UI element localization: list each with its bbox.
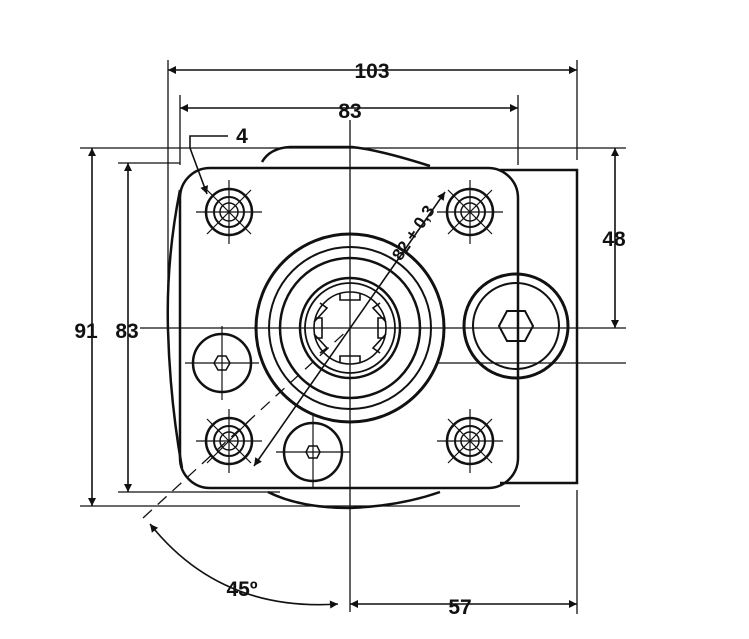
dim-text-bolt-spacing-horizontal: 83 [338,100,361,123]
dim-text-overall-width: 103 [354,60,389,83]
drain-port [462,272,570,380]
dim-text-port-center-offset: 57 [448,596,471,619]
dim-line-pilot-diameter [253,191,446,467]
dim-text-pilot-diameter: 82 + 0,3 [388,202,438,264]
dimension-lines [88,66,619,609]
bolt-hole-centerlines [196,180,503,473]
leader-hole-4 [189,135,228,195]
extension-lines [80,60,626,614]
dim-text-port-offset: 48 [602,228,626,251]
angle-reference-line [142,327,351,519]
port-bottom [276,415,350,489]
dim-text-overall-height: 91 [74,320,98,343]
dim-text-bolt-spacing-vertical: 83 [115,320,138,343]
rear-housing-outline [500,168,579,485]
angle-arc-45 [149,523,339,609]
port-left [185,326,259,400]
hex-socket-icon [497,310,535,342]
dim-text-hole-diameter: 4 [236,125,248,148]
top-body-bulge [260,145,431,168]
dim-text-mounting-angle: 45º [226,578,257,601]
